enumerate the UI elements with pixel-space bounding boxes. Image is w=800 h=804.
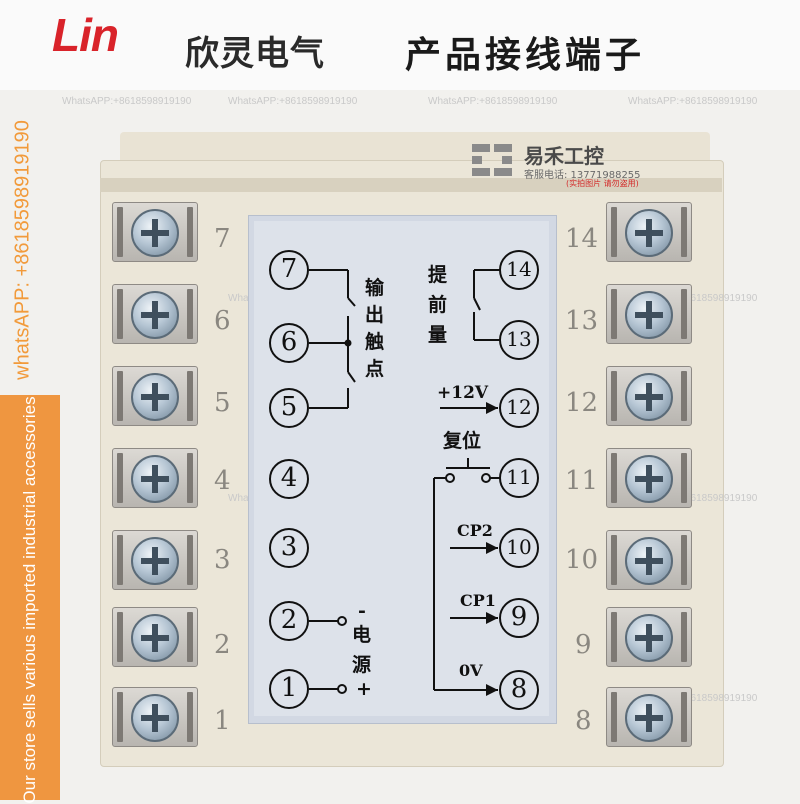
zero-v-label: 0V xyxy=(459,661,483,680)
watermark-text: WhatsAPP:+8618598919190 xyxy=(628,493,758,504)
terminal-13 xyxy=(606,284,692,344)
terminal-9 xyxy=(606,607,692,667)
terminal-label-2: 2 xyxy=(269,601,309,641)
screw-icon xyxy=(131,537,179,585)
pin-number: 2 xyxy=(214,630,231,660)
pin-number: 4 xyxy=(214,466,231,496)
pin-number: 5 xyxy=(214,388,231,418)
terminal-label-7: 7 xyxy=(269,250,309,290)
company-name: 易禾工控 xyxy=(524,144,604,168)
housing-band xyxy=(100,178,722,192)
watermark-text: WhatsAPP:+8618598919190 xyxy=(628,293,758,304)
terminal-12 xyxy=(606,366,692,426)
pin-number: 14 xyxy=(565,224,599,254)
screw-icon xyxy=(625,455,673,503)
screw-icon xyxy=(131,614,179,662)
terminal-label-8: 8 xyxy=(499,670,539,710)
side-promo-text: Our store sells various imported industr… xyxy=(20,396,39,804)
watermark-text: WhatsAPP:+8618598919190 xyxy=(428,96,558,107)
advance-char: 前 xyxy=(428,294,448,316)
terminal-label-10: 10 xyxy=(499,528,539,568)
side-whatsapp-text: whatsAPP: +8618598919190 xyxy=(11,120,34,380)
terminal-1 xyxy=(112,687,198,747)
screw-icon xyxy=(131,209,179,257)
pin-number: 11 xyxy=(565,466,599,496)
brand-logo: Lin xyxy=(52,9,119,61)
screw-icon xyxy=(625,694,673,742)
pin-number: 8 xyxy=(575,706,592,736)
output-contacts-char: 触 xyxy=(365,331,385,353)
watermark-text: WhatsAPP:+8618598919190 xyxy=(628,96,758,107)
screw-icon xyxy=(131,455,179,503)
power-minus-label: - xyxy=(358,600,366,622)
pin-number: 1 xyxy=(214,706,231,736)
terminal-10 xyxy=(606,530,692,590)
pin-number: 13 xyxy=(565,306,599,336)
terminal-label-4: 4 xyxy=(269,459,309,499)
terminal-label-13: 13 xyxy=(499,320,539,360)
watermark-text: WhatsAPP:+8618598919190 xyxy=(62,96,192,107)
company-note: (实拍图片 请勿盗用) xyxy=(566,179,639,188)
screw-icon xyxy=(625,209,673,257)
power-char: 源 xyxy=(352,654,372,676)
output-contacts-char: 输 xyxy=(365,277,385,299)
company-logo-icon xyxy=(472,144,512,176)
terminal-label-3: 3 xyxy=(269,528,309,568)
screw-icon xyxy=(625,373,673,421)
terminal-label-6: 6 xyxy=(269,323,309,363)
screw-icon xyxy=(625,291,673,339)
terminal-4 xyxy=(112,448,198,508)
terminal-label-14: 14 xyxy=(499,250,539,290)
output-contacts-char: 点 xyxy=(365,358,385,380)
terminal-7 xyxy=(112,202,198,262)
terminal-label-12: 12 xyxy=(499,388,539,428)
pin-number: 9 xyxy=(575,630,592,660)
terminal-11 xyxy=(606,448,692,508)
company-phone: 客服电话: 13771988255 xyxy=(524,170,641,181)
terminal-label-11: 11 xyxy=(499,458,539,498)
pin-number: 7 xyxy=(214,224,231,254)
terminal-label-9: 9 xyxy=(499,598,539,638)
screw-icon xyxy=(625,537,673,585)
cp1-label: CP1 xyxy=(460,591,496,610)
pin-number: 6 xyxy=(214,306,231,336)
terminal-6 xyxy=(112,284,198,344)
screw-icon xyxy=(625,614,673,662)
power-char: 电 xyxy=(352,624,372,646)
screw-icon xyxy=(131,373,179,421)
pin-number: 12 xyxy=(565,388,599,418)
screw-icon xyxy=(131,291,179,339)
page-title: 产品接线端子 xyxy=(405,35,646,76)
advance-char: 量 xyxy=(428,324,448,346)
watermark-text: WhatsAPP:+8618598919190 xyxy=(228,96,358,107)
advance-char: 提 xyxy=(428,264,448,286)
terminal-label-1: 1 xyxy=(269,669,309,709)
terminal-14 xyxy=(606,202,692,262)
screw-icon xyxy=(131,694,179,742)
reset-label: 复位 xyxy=(443,430,482,452)
pin-number: 3 xyxy=(214,545,231,575)
header-bar xyxy=(0,0,800,90)
terminal-8 xyxy=(606,687,692,747)
pin-number: 10 xyxy=(565,545,599,575)
side-promo-strip xyxy=(0,395,60,800)
terminal-5 xyxy=(112,366,198,426)
terminal-3 xyxy=(112,530,198,590)
output-contacts-char: 出 xyxy=(365,304,385,326)
terminal-label-5: 5 xyxy=(269,388,309,428)
power-plus-label: + xyxy=(356,678,372,700)
plus-12v-label: +12V xyxy=(437,383,489,403)
terminal-2 xyxy=(112,607,198,667)
brand-name: 欣灵电气 xyxy=(185,34,325,74)
watermark-text: WhatsAPP:+8618598919190 xyxy=(628,693,758,704)
cp2-label: CP2 xyxy=(457,521,493,540)
